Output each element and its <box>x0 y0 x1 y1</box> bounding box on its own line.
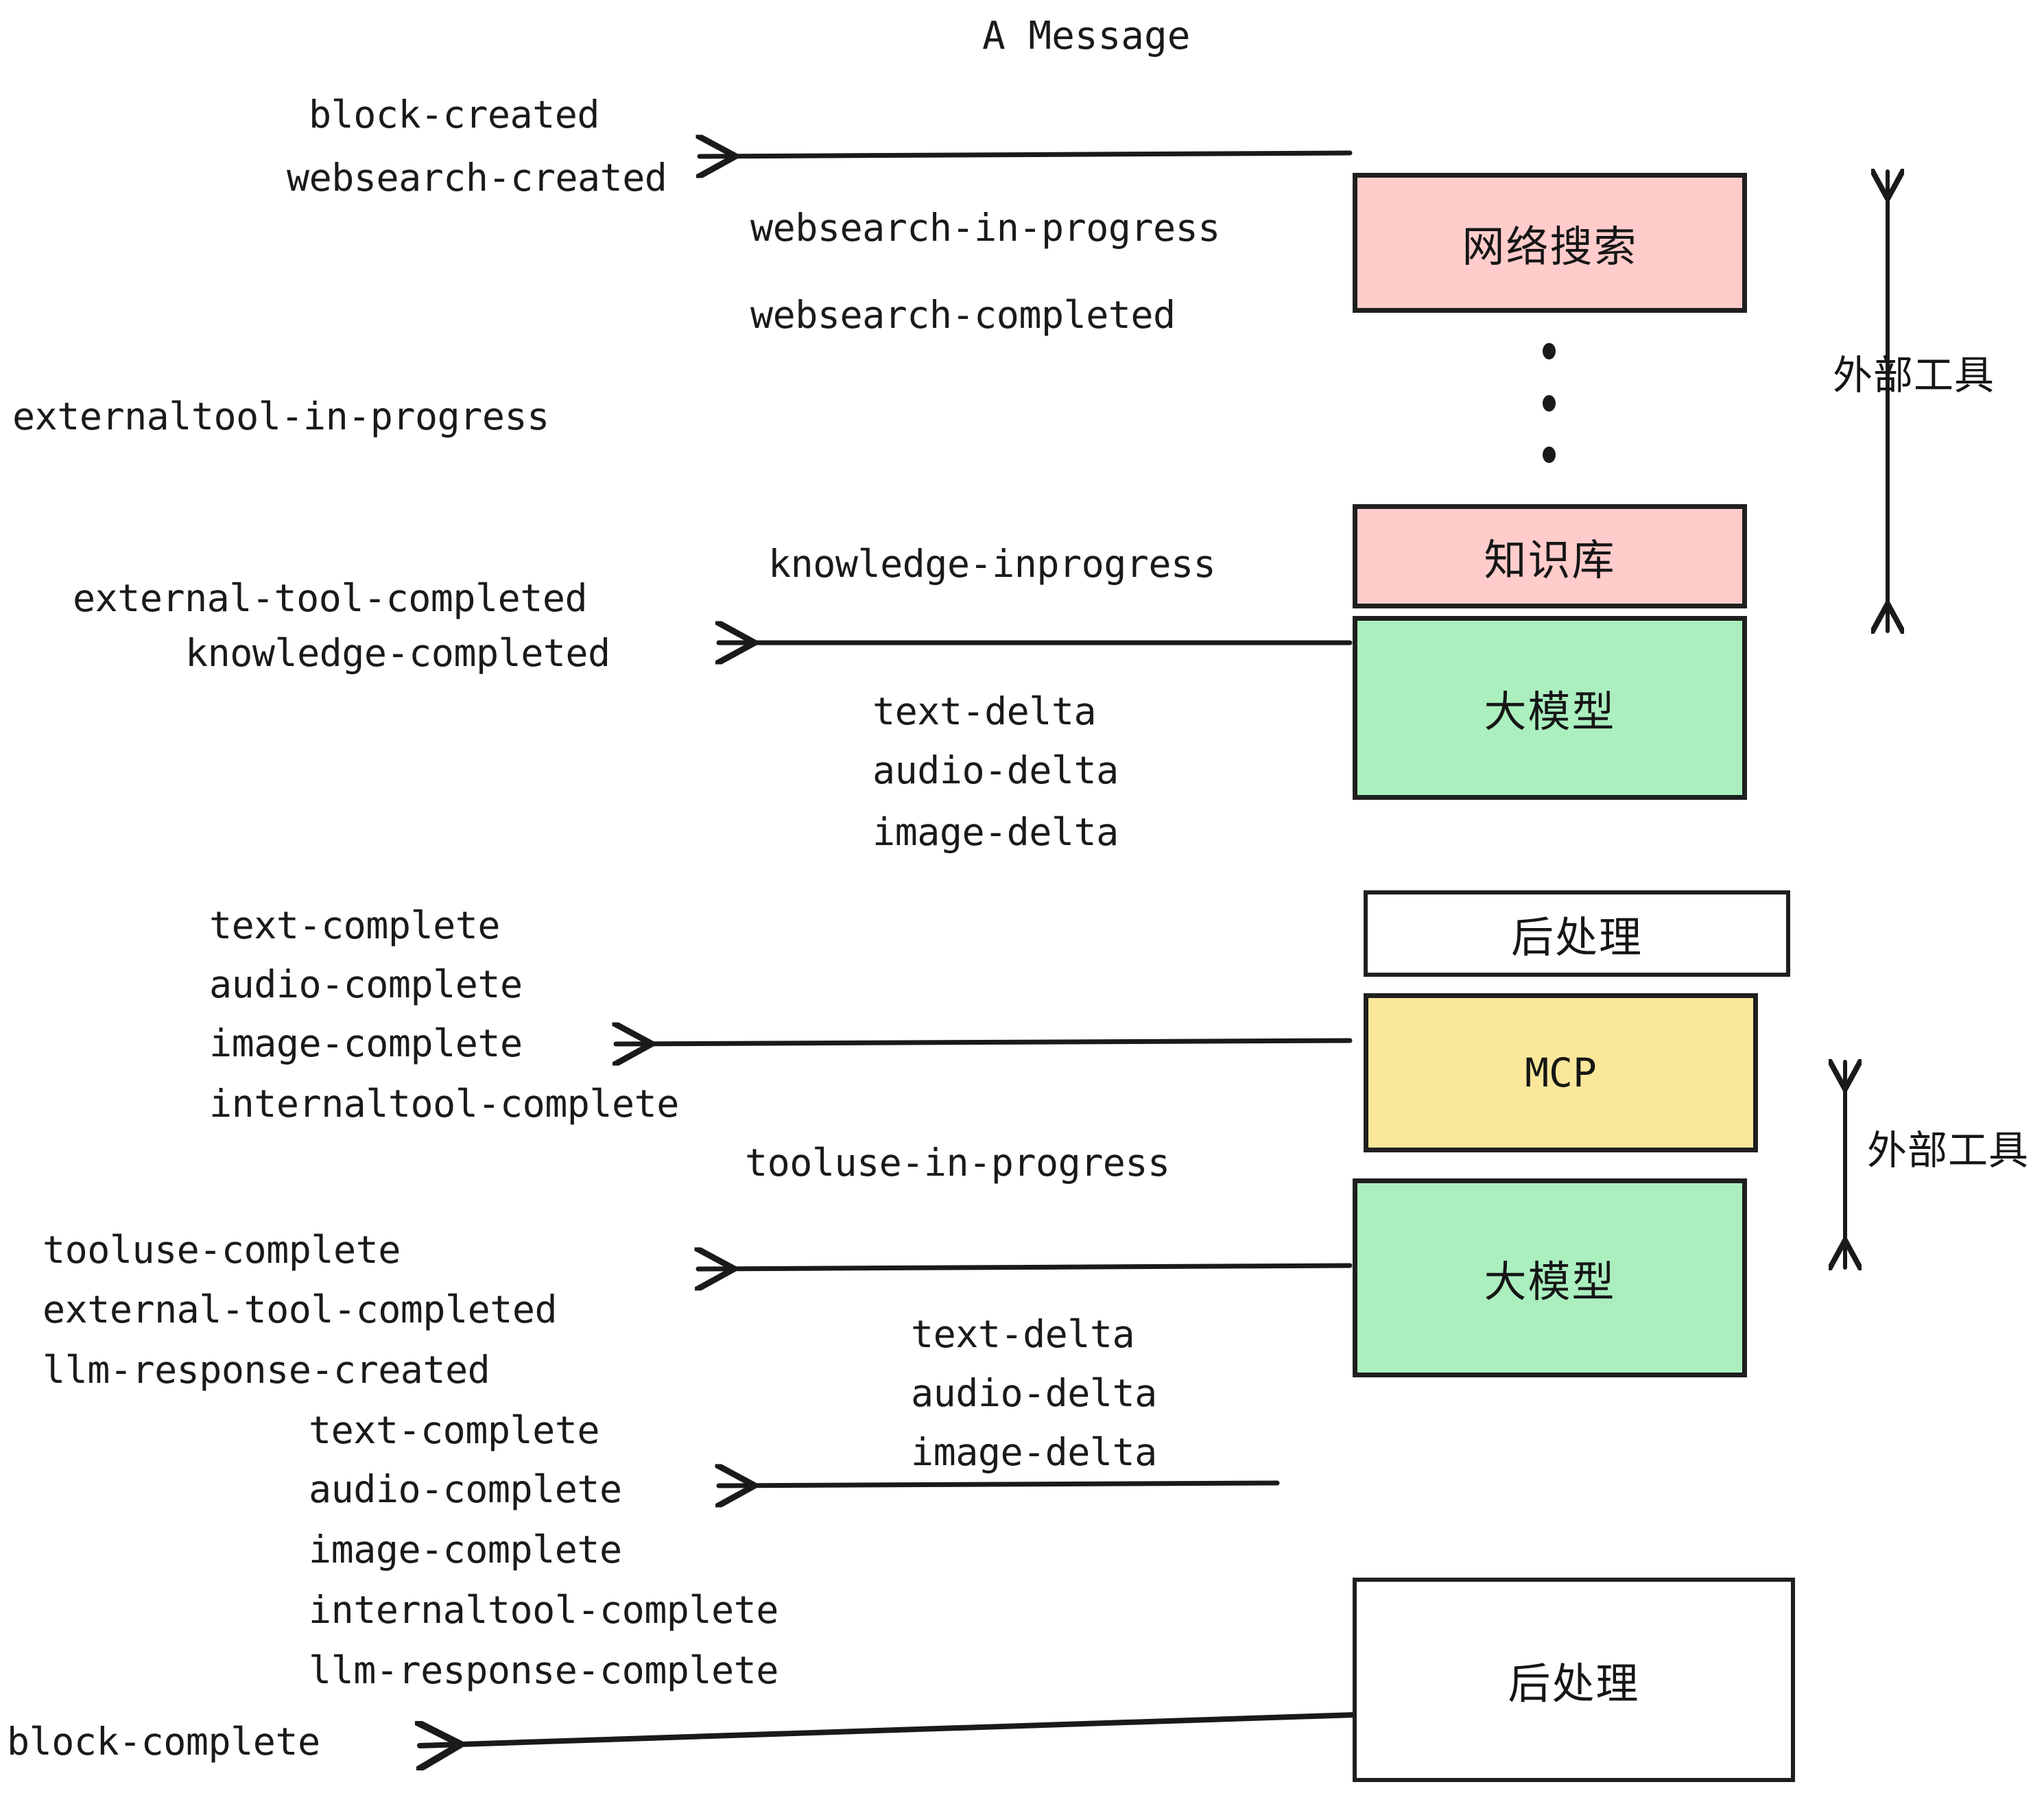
event-websearch-completed: websearch-completed <box>750 293 1176 337</box>
node-knowledge-base[interactable]: 知识库 <box>1353 504 1747 608</box>
node-knowledge-base-label: 知识库 <box>1484 537 1616 584</box>
event-knowledge-completed: knowledge-completed <box>185 631 610 675</box>
node-llm-2[interactable]: 大模型 <box>1353 1178 1747 1377</box>
event-image-delta-1: image-delta <box>872 810 1119 854</box>
ellipsis-dot <box>1542 343 1556 359</box>
event-external-tool-completed-1: external-tool-completed <box>73 576 588 620</box>
event-block-complete: block-complete <box>7 1720 320 1764</box>
node-postprocess-1[interactable]: 后处理 <box>1364 890 1790 977</box>
event-text-complete-2: text-complete <box>309 1408 599 1452</box>
event-websearch-in-progress: websearch-in-progress <box>750 206 1220 250</box>
node-postprocess-2-label: 后处理 <box>1508 1661 1640 1708</box>
bracket-label-external-tool-top: 外部工具 <box>1833 353 1995 398</box>
event-text-delta-1: text-delta <box>872 689 1097 733</box>
event-websearch-created: websearch-created <box>287 156 667 200</box>
event-audio-delta-2: audio-delta <box>911 1371 1157 1415</box>
arrow-tooluse-complete <box>698 1266 1353 1269</box>
event-block-created: block-created <box>309 93 599 137</box>
event-audio-complete-1: audio-complete <box>209 962 523 1006</box>
ellipsis-dot <box>1542 447 1556 463</box>
event-knowledge-inprogress: knowledge-inprogress <box>768 542 1216 586</box>
event-image-delta-2: image-delta <box>911 1430 1157 1474</box>
arrow-websearch-to-block-created <box>700 153 1353 156</box>
event-image-complete-1: image-complete <box>209 1021 523 1065</box>
event-audio-complete-2: audio-complete <box>309 1467 622 1511</box>
node-postprocess-2[interactable]: 后处理 <box>1353 1578 1795 1782</box>
bracket-label-external-tool-bottom: 外部工具 <box>1867 1128 2030 1173</box>
node-websearch[interactable]: 网络搜索 <box>1353 173 1747 313</box>
node-mcp[interactable]: MCP <box>1364 993 1758 1152</box>
event-llm-response-created: llm-response-created <box>43 1348 490 1392</box>
event-external-tool-completed-2: external-tool-completed <box>43 1287 558 1331</box>
ellipsis-more-external-tools <box>1542 343 1556 463</box>
event-internaltool-complete-1: internaltool-complete <box>209 1082 679 1126</box>
node-llm-1[interactable]: 大模型 <box>1353 616 1747 800</box>
node-llm-1-label: 大模型 <box>1484 689 1616 736</box>
node-postprocess-1-label: 后处理 <box>1510 914 1643 962</box>
ellipsis-dot <box>1542 394 1556 412</box>
event-tooluse-in-progress: tooluse-in-progress <box>745 1141 1170 1185</box>
arrow-block-complete <box>420 1712 1357 1746</box>
node-llm-2-label: 大模型 <box>1484 1259 1616 1306</box>
event-llm-response-complete: llm-response-complete <box>309 1648 779 1692</box>
diagram-title: A Message <box>982 14 1191 58</box>
event-audio-delta-1: audio-delta <box>872 748 1119 792</box>
node-mcp-label: MCP <box>1525 1049 1597 1096</box>
event-externaltool-in-progress: externaltool-in-progress <box>12 394 549 438</box>
arrow-image-complete <box>616 1041 1353 1044</box>
node-websearch-label: 网络搜索 <box>1462 224 1638 271</box>
arrow-audio-complete <box>719 1483 1280 1486</box>
event-tooluse-complete: tooluse-complete <box>43 1228 401 1272</box>
event-image-complete-2: image-complete <box>309 1528 622 1571</box>
event-text-delta-2: text-delta <box>911 1312 1135 1356</box>
event-text-complete-1: text-complete <box>209 903 500 947</box>
event-internaltool-complete-2: internaltool-complete <box>309 1588 779 1632</box>
